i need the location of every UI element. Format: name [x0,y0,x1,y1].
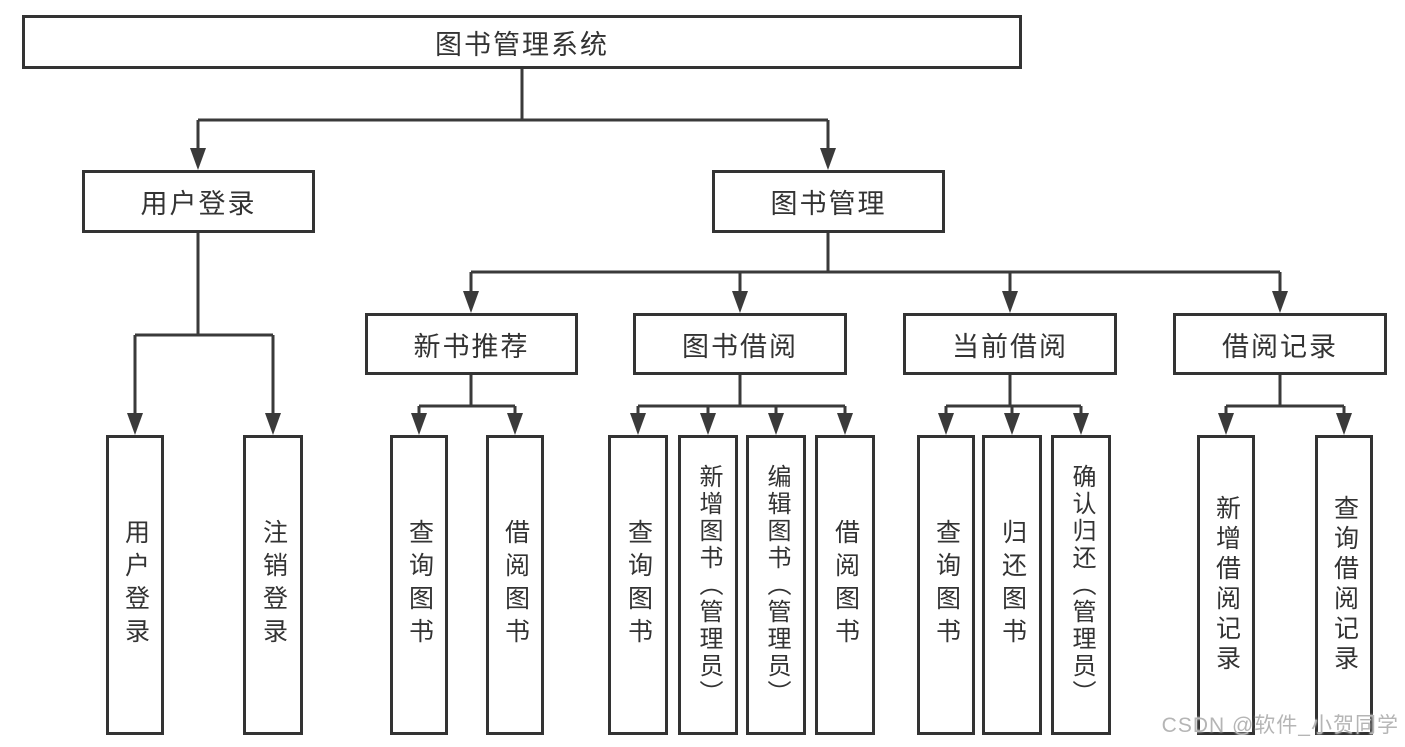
node-library-system: 图书管理系统 [22,15,1022,69]
arrow-down-icon [837,413,853,435]
node-label: 查询图书 [405,519,434,651]
node-new-book-recommend: 新书推荐 [365,313,578,375]
node-edit-books-admin: 编辑图书（管理员） [746,435,806,735]
arrow-down-icon [1272,291,1288,313]
node-label: 查询图书 [932,519,961,651]
node-confirm-return-admin: 确认归还（管理员） [1051,435,1111,735]
node-query-books-recommend: 查询图书 [390,435,448,735]
arrow-down-icon [265,413,281,435]
node-label: 借阅图书 [501,519,530,651]
node-label: 借阅图书 [831,519,860,651]
node-label: 图书管理 [770,189,887,219]
node-label: 查询图书 [624,519,653,651]
arrow-down-icon [1218,413,1234,435]
node-borrow-books-recommend: 借阅图书 [486,435,544,735]
node-label: 新增借阅记录 [1212,495,1241,675]
arrowheads [127,148,1352,435]
node-label: 编辑图书（管理员） [763,463,790,707]
arrow-down-icon [411,413,427,435]
node-label: 新增图书（管理员） [695,463,722,707]
arrow-down-icon [1002,291,1018,313]
node-logout: 注销登录 [243,435,303,735]
arrow-down-icon [507,413,523,435]
node-return-books: 归还图书 [982,435,1042,735]
node-query-books-borrowing: 查询图书 [608,435,668,735]
arrow-down-icon [768,413,784,435]
node-book-management: 图书管理 [712,170,945,233]
node-label: 用户登录 [140,189,257,219]
arrow-down-icon [820,148,836,170]
arrow-down-icon [700,413,716,435]
node-label: 借阅记录 [1222,331,1338,362]
arrow-down-icon [1073,413,1089,435]
node-label: 查询借阅记录 [1330,495,1359,675]
node-label: 用户登录 [121,519,150,651]
node-query-borrow-record: 查询借阅记录 [1315,435,1373,735]
arrow-down-icon [463,291,479,313]
node-add-books-admin: 新增图书（管理员） [678,435,738,735]
arrow-down-icon [1004,413,1020,435]
node-add-borrow-record: 新增借阅记录 [1197,435,1255,735]
node-user-login: 用户登录 [82,170,315,233]
node-label: 当前借阅 [952,331,1068,362]
node-label: 新书推荐 [413,331,530,362]
node-current-borrowing: 当前借阅 [903,313,1117,375]
node-book-borrowing: 图书借阅 [633,313,847,375]
node-label: 确认归还（管理员） [1068,463,1095,707]
node-login: 用户登录 [106,435,164,735]
node-label: 归还图书 [998,519,1027,651]
arrow-down-icon [938,413,954,435]
node-label: 注销登录 [259,519,288,651]
watermark: CSDN @软件_小贺同学 [1161,714,1399,737]
arrow-down-icon [732,291,748,313]
arrow-down-icon [630,413,646,435]
arrow-down-icon [190,148,206,170]
arrow-down-icon [127,413,143,435]
node-borrow-books: 借阅图书 [815,435,875,735]
arrow-down-icon [1336,413,1352,435]
node-label: 图书管理系统 [435,29,609,60]
node-query-books-current: 查询图书 [917,435,975,735]
node-borrowing-records: 借阅记录 [1173,313,1387,375]
node-label: 图书借阅 [682,331,798,362]
